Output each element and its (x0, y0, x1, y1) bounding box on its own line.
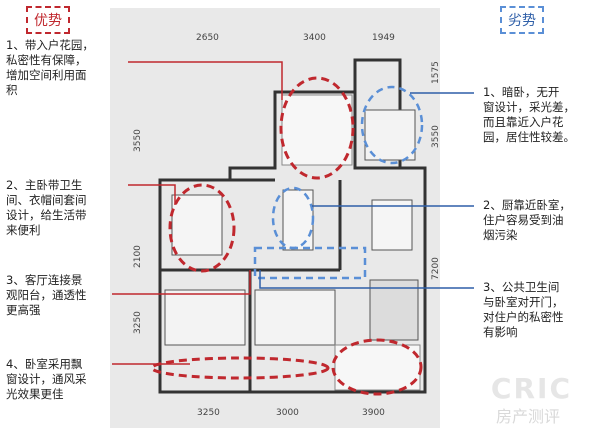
dim-top-2: 3400 (303, 33, 326, 43)
dim-top-3: 1949 (372, 33, 395, 43)
disadvantage-leaders (259, 92, 474, 289)
bedroom-bed-1 (164, 289, 246, 346)
advantage-note-1: 1、带入户花园， 私密性有保障， 增加空间利用面 积 (6, 38, 94, 97)
sofa (369, 279, 419, 341)
dim-bottom-2: 3000 (276, 408, 299, 418)
watermark-subtitle: 房产测评 (495, 407, 560, 426)
disadvantages-tag: 劣势 (500, 6, 544, 34)
kitchen-counter (282, 189, 314, 251)
balcony (334, 344, 421, 391)
advantage-note-3: 3、客厅连接景 观阳台，通透性 更高强 (6, 273, 87, 317)
disadvantage-highlights (253, 85, 424, 280)
advantages-tag: 优势 (26, 6, 70, 34)
bathroom (171, 194, 223, 256)
dining-table (371, 199, 413, 251)
disadvantage-note-3: 3、公共卫生间 与卧室对开门， 对住户的私密性 有影响 (483, 280, 564, 339)
advantage-leaders (112, 61, 283, 365)
bedroom-bed-3 (364, 109, 416, 161)
advantage-note-4: 4、卧室采用飘 窗设计，通风采 光效果更佳 (6, 357, 87, 401)
dim-bottom-1: 3250 (197, 408, 220, 418)
entry-garden (281, 94, 353, 166)
bedroom-bed-2 (254, 289, 336, 346)
dim-top-1: 2650 (196, 33, 219, 43)
advantage-highlights (150, 76, 423, 396)
dim-bottom-3: 3900 (362, 408, 385, 418)
watermark-logo: CRIC (490, 372, 572, 405)
advantage-note-2: 2、主卧带卫生 间、衣帽间套间 设计，给生活带 来便利 (6, 178, 87, 237)
disadvantage-note-2: 2、厨靠近卧室， 住户容易受到油 烟污染 (483, 198, 571, 242)
disadvantage-note-1: 1、暗卧，无开 窗设计，采光差， 而且靠近入户花 园，居住性较差。 (483, 85, 575, 144)
